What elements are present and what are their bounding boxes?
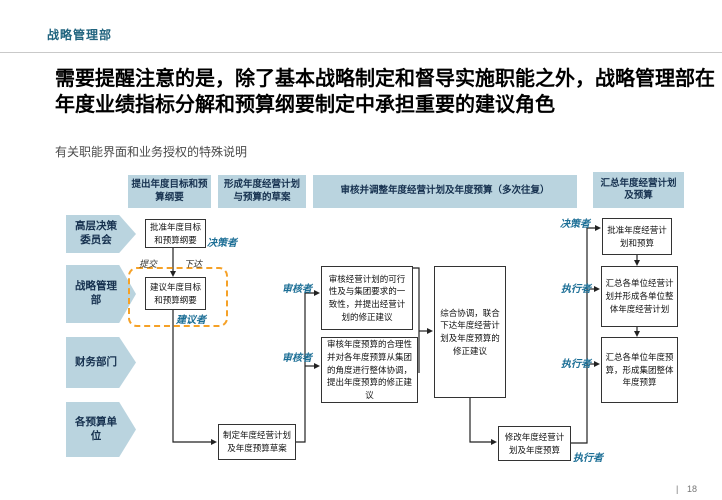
role-label-decision-maker-right: 决策者 [560,219,590,230]
footer-divider: | [676,484,679,494]
connector-draft-to-review-plan [296,290,320,443]
role-label-executor-budget: 执行者 [561,359,591,370]
connector-propose-to-draft [172,310,217,445]
role-label-executor-revise: 执行者 [573,453,603,464]
role-label-executor-plan: 执行者 [561,284,591,295]
role-label-reviewer-budget: 审核者 [282,353,312,364]
edge-label-submit: 提交 [139,259,158,269]
phase-header-consolidate: 汇总年度经营计划及预算 [593,172,684,208]
role-label-decision-maker-left: 决策者 [207,238,237,249]
phase-header-set-targets: 提出年度目标和预算纲要 [128,175,211,208]
box-approve-plan-budget: 批准年度经营计划和预算 [602,218,672,255]
lane-strategy-dept: 战略管理部 [66,265,136,323]
box-propose-targets: 建议年度目标和预算纲要 [145,277,206,310]
connector-coordinate-to-revise [469,398,497,445]
box-review-budget: 审核年度预算的合理性并对各年度预算从集团的角度进行整体协调，提出年度预算的修正建… [321,337,418,403]
lane-budget-units: 各预算单位 [66,402,136,457]
strategy-role-highlight-box [128,267,228,327]
phase-header-review-adjust: 审核并调整年度经营计划及年度预算（多次往复） [313,175,577,208]
lane-finance-dept: 财务部门 [66,337,136,388]
header-divider [0,52,722,53]
box-coordinate-issue: 综合协调，联合下达年度经营计划及年度预算的修正建议 [434,266,506,398]
lane-top-decision-committee: 高层决策委员会 [66,215,136,253]
box-review-plan: 审核经营计划的可行性及与集团要求的一致性，并提出经营计划的修正建议 [321,266,413,330]
phase-header-form-draft: 形成年度经营计划与预算的草案 [218,175,306,208]
edge-label-issue: 下达 [184,259,203,269]
box-draft-plan-budget: 制定年度经营计划及年度预算草案 [218,424,296,460]
connector-revise-to-approve [571,225,601,444]
box-approve-targets: 批准年度目标和预算纲要 [145,219,206,248]
page-number: 18 [687,484,698,494]
role-label-proposer: 建议者 [176,315,206,326]
box-consolidate-plan: 汇总各单位经营计划并形成各单位整体年度经营计划 [601,266,678,327]
box-consolidate-budget: 汇总各单位年度预算，形成集团整体年度预算 [601,337,678,403]
role-label-reviewer-plan: 审核者 [282,284,312,295]
slide-title: 需要提醒注意的是，除了基本战略制定和督导实施职能之外，战略管理部在年度业绩指标分… [55,68,715,117]
slide-eyebrow: 战略管理部 [47,28,113,42]
box-revise-plan-budget: 修改年度经营计划及年度预算 [498,426,571,461]
slide-subtitle: 有关职能界面和业务授权的特殊说明 [55,145,248,159]
